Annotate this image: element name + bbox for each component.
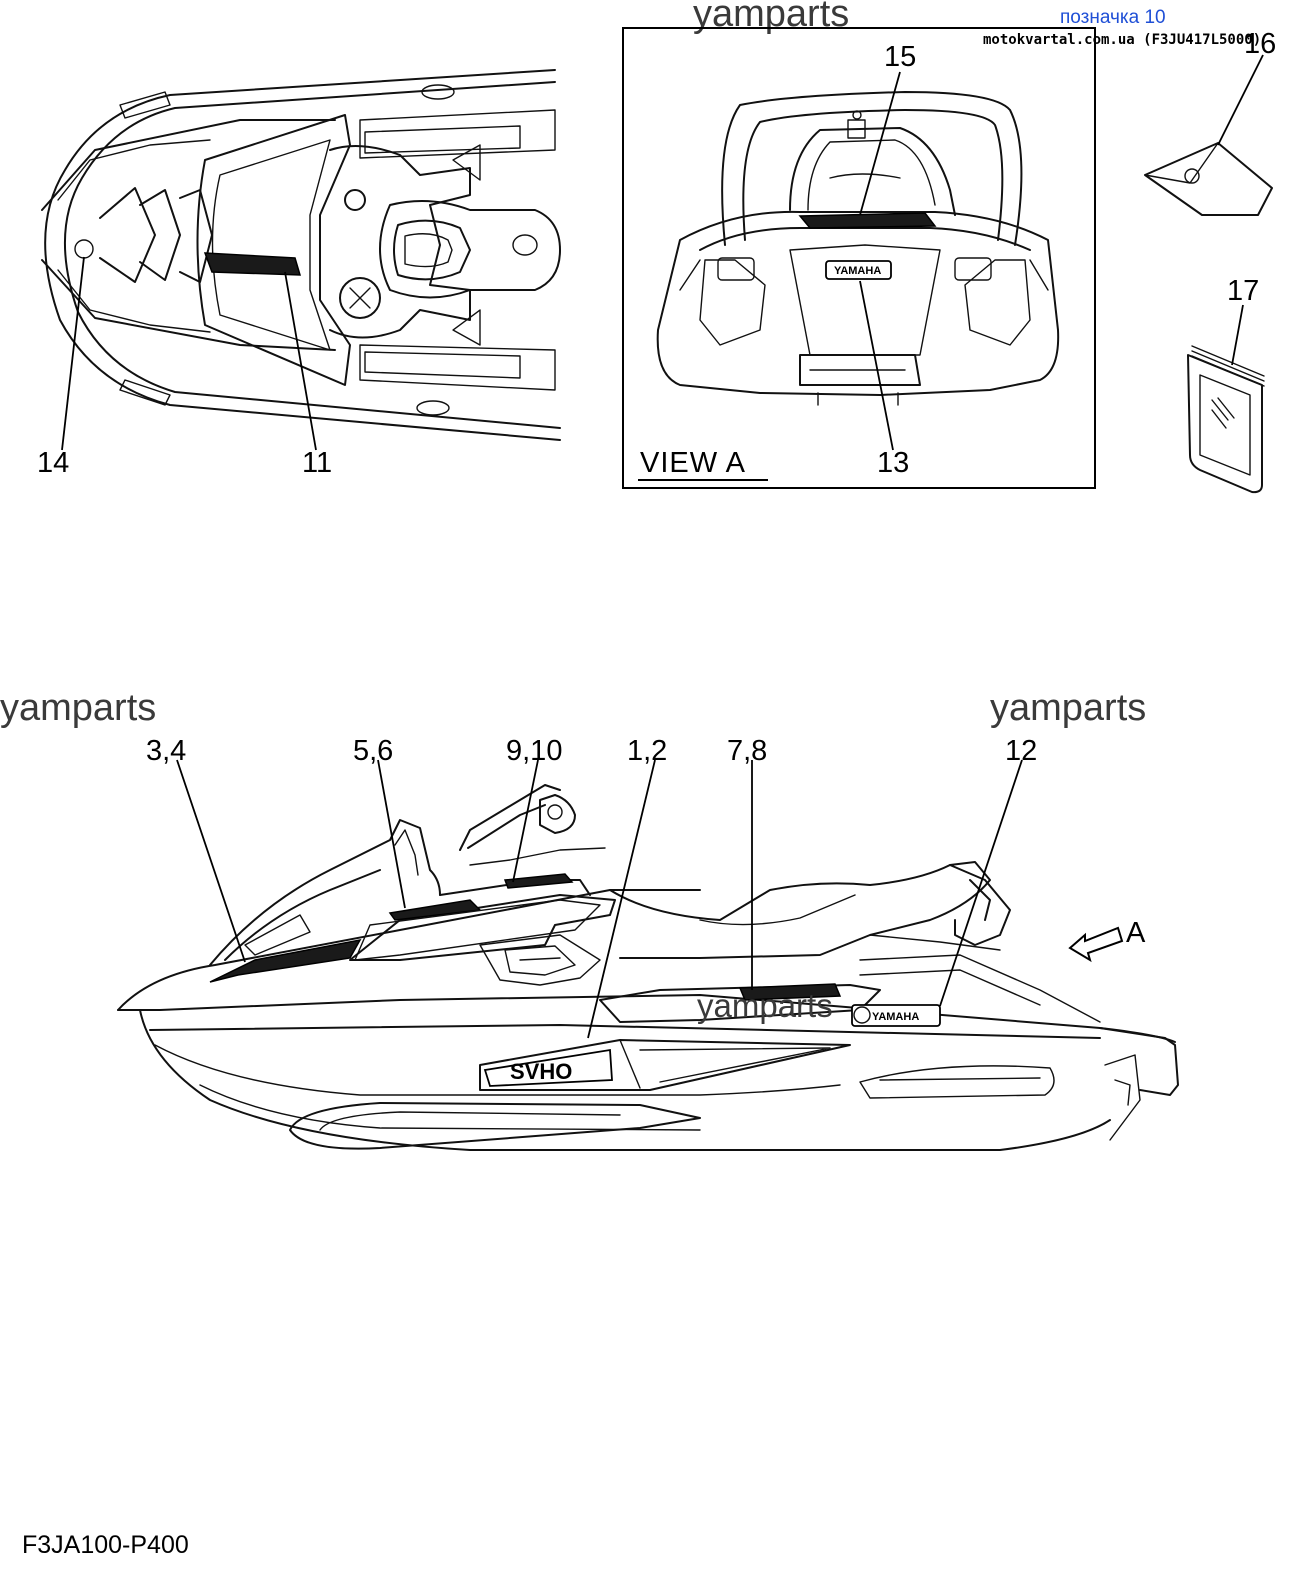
view-a-label: VIEW A xyxy=(640,447,746,479)
side-decal-12 xyxy=(851,1004,941,1027)
callout-17: 17 xyxy=(1227,275,1259,307)
leader-5-6 xyxy=(377,759,406,909)
side-decal-3-4 xyxy=(209,938,362,983)
leader-9-10 xyxy=(512,759,539,883)
watercraft-side-view: SVHO YAMAHA xyxy=(117,784,1179,1151)
diagram-part-code: F3JA100-P400 xyxy=(22,1531,189,1559)
side-decal-9-10 xyxy=(503,873,574,889)
callout-12: 12 xyxy=(1005,735,1037,767)
callout-9-10: 9,10 xyxy=(506,735,562,767)
side-decal-7-8 xyxy=(738,983,842,1001)
callout-16: 16 xyxy=(1244,28,1276,60)
deck-top-view xyxy=(41,69,561,441)
stern-rear-view: YAMAHA xyxy=(656,91,1060,406)
drain-cap-icon xyxy=(74,239,94,259)
header-link[interactable]: позначка 10 xyxy=(1060,7,1166,28)
leader-12 xyxy=(939,759,1023,1007)
stern-decal-13-text: YAMAHA xyxy=(834,265,881,277)
side-decal-1-2 xyxy=(483,1048,613,1087)
callout-7-8: 7,8 xyxy=(727,735,767,767)
leader-14 xyxy=(61,256,85,451)
leader-16 xyxy=(1217,54,1264,146)
watermark-side: yamparts xyxy=(697,987,833,1024)
arrow-label-a: A xyxy=(1126,917,1146,949)
hood-decal-11 xyxy=(203,252,302,276)
callout-5-6: 5,6 xyxy=(353,735,393,767)
side-decal-12-text: YAMAHA xyxy=(872,1011,919,1023)
view-a-frame xyxy=(622,27,1096,489)
stern-decal-15 xyxy=(798,212,937,229)
watermark-right: yamparts xyxy=(990,687,1146,729)
callout-1-2: 1,2 xyxy=(627,735,667,767)
callout-11: 11 xyxy=(302,447,332,479)
leader-13 xyxy=(859,280,894,451)
callout-15: 15 xyxy=(884,41,916,73)
sticker-pouch-16 xyxy=(1144,142,1273,216)
callout-3-4: 3,4 xyxy=(146,735,186,767)
watermark-top: yamparts xyxy=(693,0,849,35)
header-site-code: motokvartal.com.ua (F3JU417L5000) xyxy=(983,32,1261,48)
leader-3-4 xyxy=(176,759,246,963)
leader-11 xyxy=(284,271,317,451)
view-a-arrow-icon xyxy=(1068,926,1124,963)
leader-1-2 xyxy=(587,759,656,1039)
stern-decal-13 xyxy=(825,260,892,280)
document-bag-17 xyxy=(1187,345,1265,494)
watermark-left: yamparts xyxy=(0,687,156,729)
leader-15 xyxy=(859,71,901,216)
callout-14: 14 xyxy=(37,447,69,479)
callout-13: 13 xyxy=(877,447,909,479)
leader-17 xyxy=(1231,304,1244,366)
side-decal-1-2-text: SVHO xyxy=(510,1059,572,1084)
